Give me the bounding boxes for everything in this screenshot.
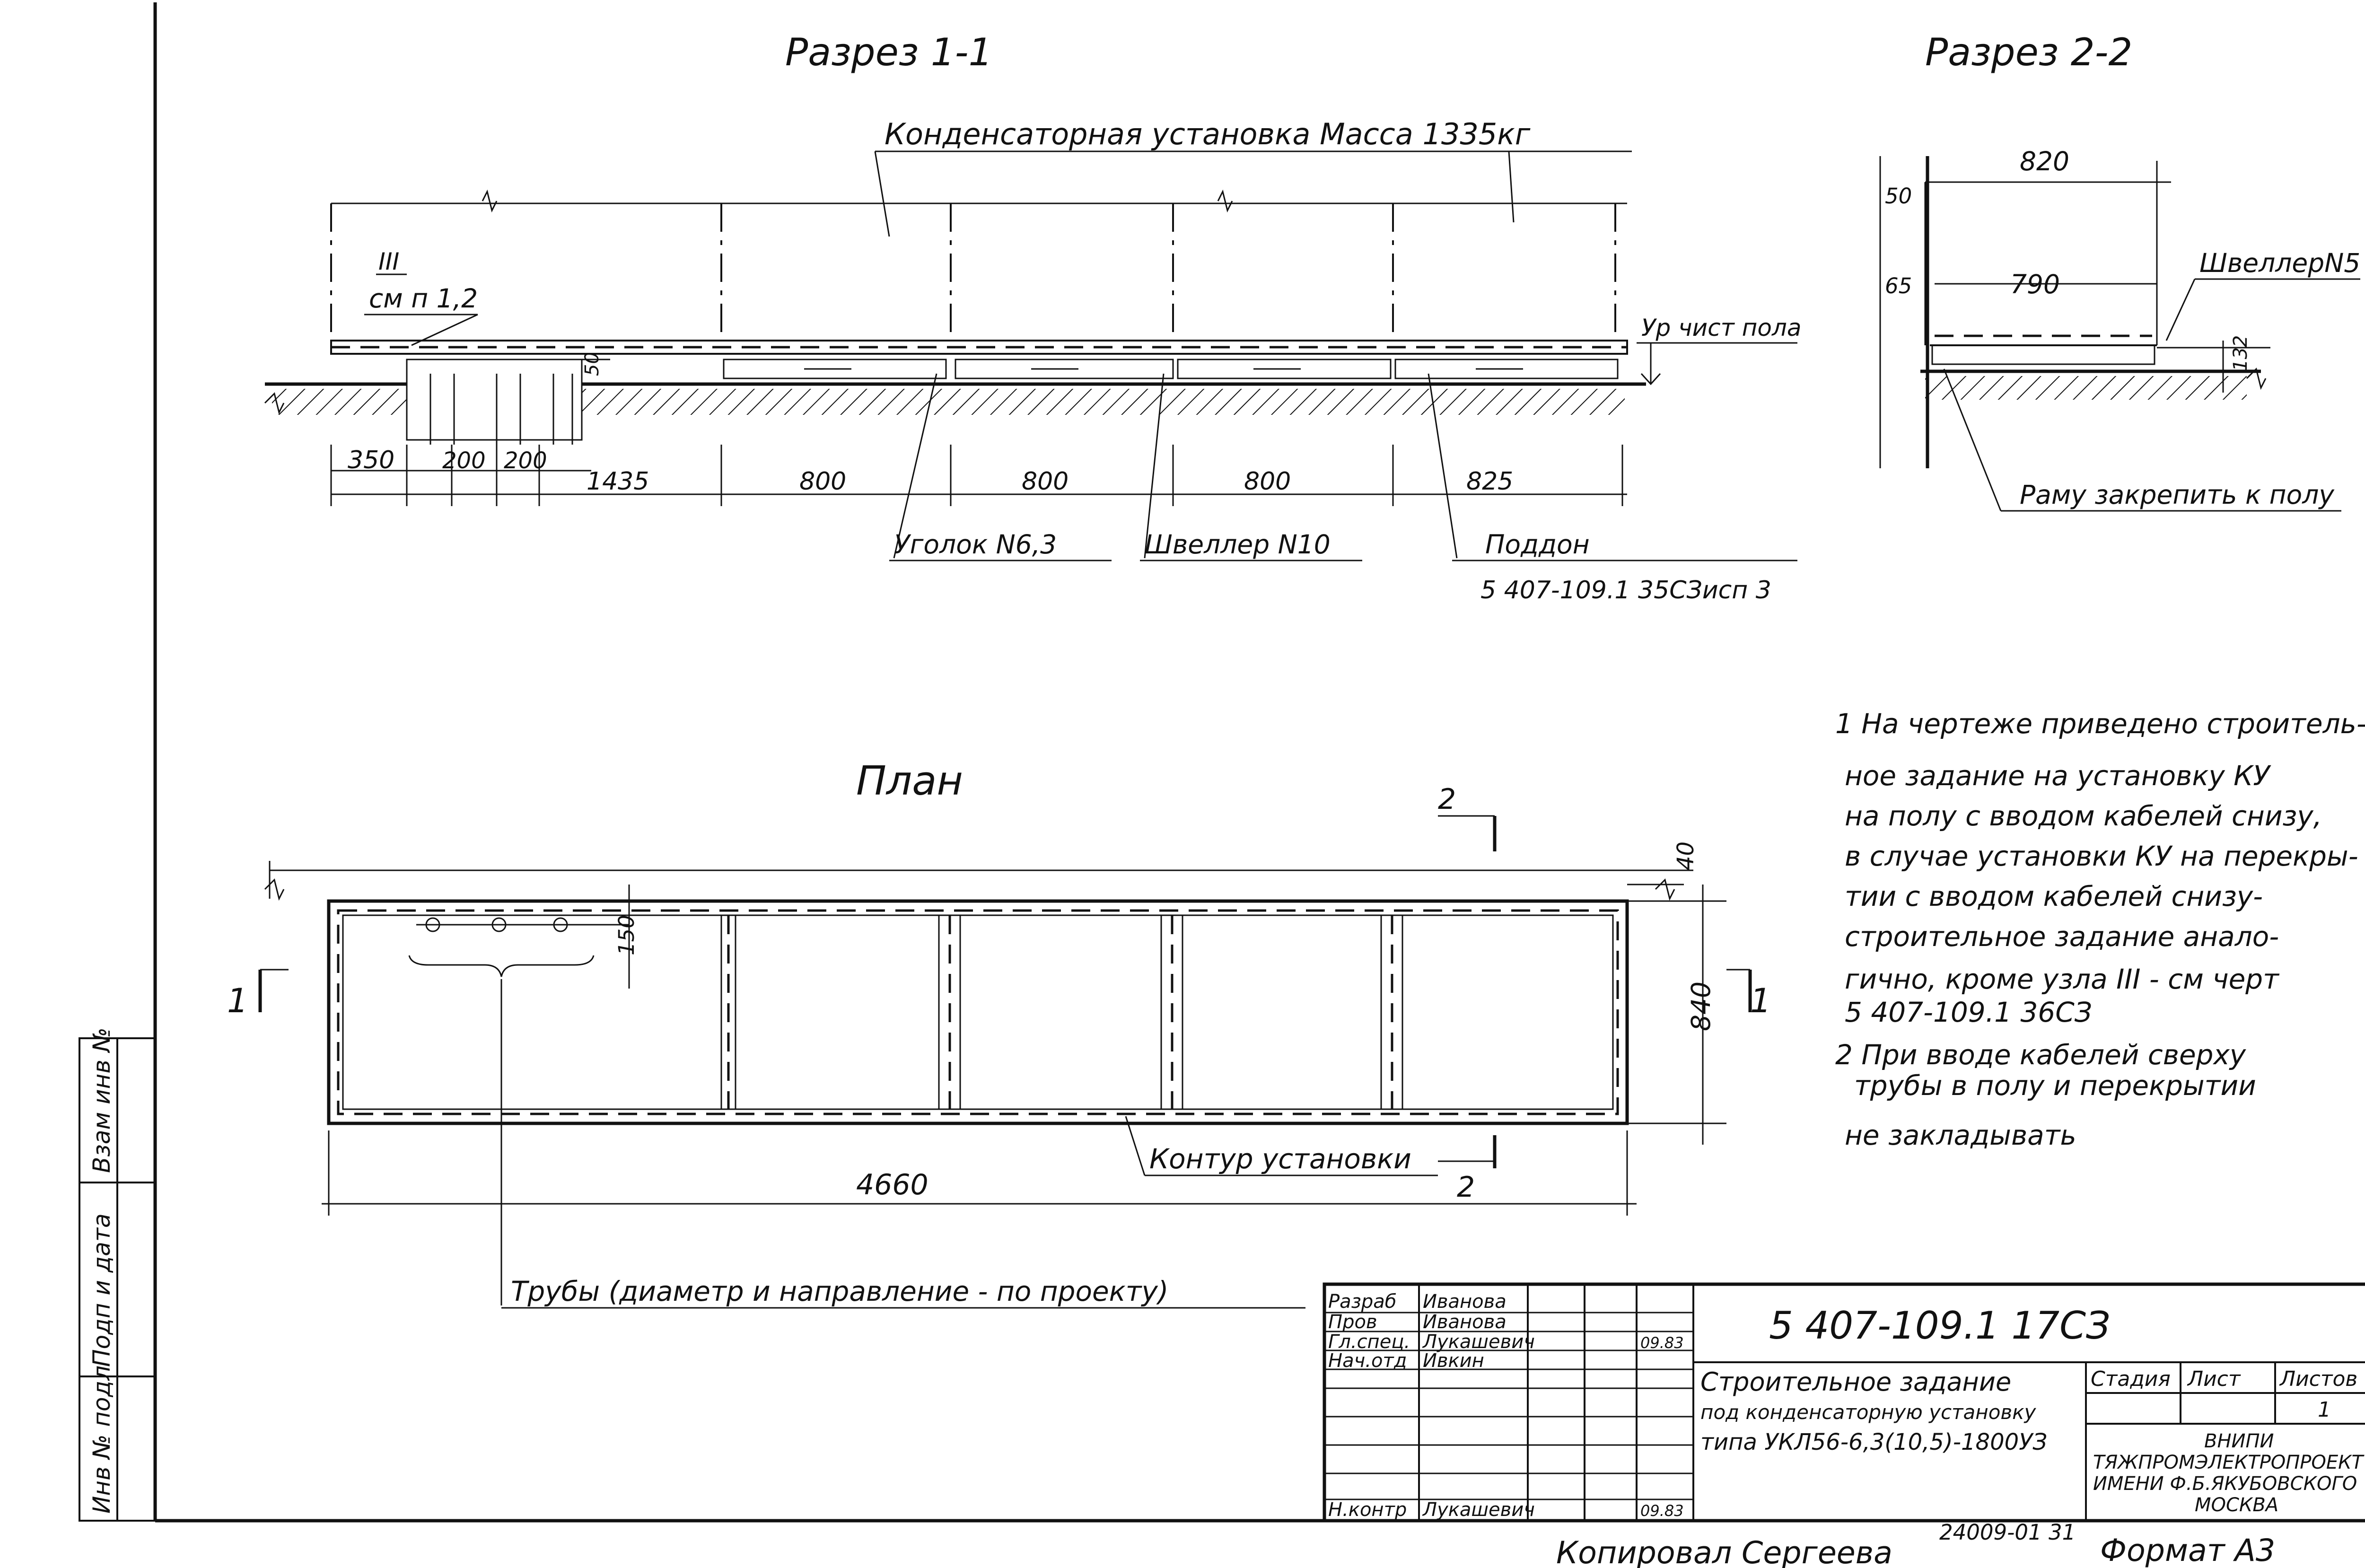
callout-tray: Поддон xyxy=(1485,529,1590,560)
tb-role-5: Н.контр xyxy=(1328,1499,1407,1521)
tray-ref: 5 407-109.1 35СЗисп 3 xyxy=(1480,576,1771,604)
org-line-3: ИМЕНИ Ф.Б.ЯКУБОВСКОГО xyxy=(2093,1473,2357,1495)
org-line-1: ВНИПИ xyxy=(2204,1430,2274,1452)
section-2-title: Разрез 2-2 xyxy=(1925,30,2132,74)
dim-800-a: 800 xyxy=(799,467,846,496)
col-stage: Стадия xyxy=(2091,1367,2171,1391)
note-line-9: 2 При вводе кабелей сверху xyxy=(1835,1039,2246,1071)
tb-name-2: Иванова xyxy=(1423,1311,1507,1333)
dim-790: 790 xyxy=(2010,269,2060,299)
org-line-2: ТЯЖПРОМЭЛЕКТРОПРОЕКТ xyxy=(2093,1452,2365,1473)
note-line-4: в случае установки КУ на перекры- xyxy=(1845,840,2358,872)
cut-2-top: 2 xyxy=(1438,783,1456,816)
col-sheet: Лист xyxy=(2187,1367,2241,1391)
tb-name-3: Лукашевич xyxy=(1422,1331,1535,1353)
dim-132: 132 xyxy=(2230,335,2251,371)
dim-800-c: 800 xyxy=(1244,467,1291,496)
dim-350: 350 xyxy=(348,446,394,474)
plan-title: План xyxy=(856,758,963,805)
note-line-6: строительное задание анало- xyxy=(1845,920,2279,953)
floor-level: Ур чист пола xyxy=(1641,314,1802,342)
stamp-inv: Инв № подл xyxy=(88,1366,115,1514)
footer-format: Формат А3 xyxy=(2100,1533,2275,1568)
doc-title-3: типа УКЛ56-6,3(10,5)-1800УЗ xyxy=(1700,1429,2047,1455)
org-line-4: МОСКВА xyxy=(2195,1494,2278,1516)
tb-date-5: 09.83 xyxy=(1640,1502,1684,1520)
note-line-3: на полу с вводом кабелей снизу, xyxy=(1845,800,2322,832)
node-ref: см п 1,2 xyxy=(369,283,478,314)
note-line-5: тии с вводом кабелей снизу- xyxy=(1845,880,2263,912)
callout-fix: Раму закрепить к полу xyxy=(2020,480,2335,510)
section-1-1: Разрез 1-1 Конденсаторная установка Масс… xyxy=(264,30,1802,604)
section-2-2: Разрез 2-2 820 790 50 65 132 ШвеллерN5 Р… xyxy=(1879,30,2360,512)
dim-150: 150 xyxy=(614,915,639,955)
dim-40: 40 xyxy=(1673,841,1699,870)
dim-50-s2: 50 xyxy=(1885,184,1912,209)
pipes-callout: Трубы (диаметр и направление - по проект… xyxy=(511,1275,1168,1307)
dim-65: 65 xyxy=(1885,273,1912,298)
footer-copied: Копировал Сергеева xyxy=(1556,1535,1892,1568)
tb-role-4: Нач.отд xyxy=(1328,1350,1407,1372)
note-line-7: гично, кроме узла III - см черт xyxy=(1845,963,2280,995)
doc-number: 5 407-109.1 17СЗ xyxy=(1769,1304,2110,1348)
dim-825: 825 xyxy=(1466,467,1513,496)
title-block: Разраб Иванова Пров Иванова Гл.спец. Лук… xyxy=(1323,1282,2365,1523)
tb-name-1: Иванова xyxy=(1423,1291,1507,1313)
cut-1-left: 1 xyxy=(227,981,248,1020)
callout-channel-5: ШвеллерN5 xyxy=(2199,248,2360,278)
node-mark: III xyxy=(378,248,399,275)
tb-role-3: Гл.спец. xyxy=(1328,1331,1410,1353)
footer-order: 24009-01 31 xyxy=(1939,1520,2076,1545)
dim-800-b: 800 xyxy=(1022,467,1069,496)
note-line-1: 1 На чертеже приведено строитель- xyxy=(1835,708,2365,740)
doc-title-1: Строительное задание xyxy=(1700,1367,2011,1397)
note-line-2: ное задание на установку КУ xyxy=(1845,760,2271,792)
dim-50-s1: 50 xyxy=(581,352,603,376)
section-1-title: Разрез 1-1 xyxy=(785,30,992,74)
dim-4660: 4660 xyxy=(856,1168,928,1201)
note-line-8: 5 407-109.1 36СЗ xyxy=(1845,996,2092,1028)
tb-role-2: Пров xyxy=(1328,1311,1377,1333)
dim-840: 840 xyxy=(1686,981,1716,1031)
dim-200-b: 200 xyxy=(504,447,547,474)
unit-callout: Конденсаторная установка Масса 1335кг xyxy=(885,117,1531,151)
dim-820: 820 xyxy=(2020,146,2069,176)
stamp-sign: Подп и дата xyxy=(88,1213,115,1367)
note-line-11: не закладывать xyxy=(1845,1119,2076,1151)
contour-callout: Контур установки xyxy=(1149,1143,1411,1175)
general-notes: 1 На чертеже приведено строитель- ное за… xyxy=(1835,708,2365,1151)
footer: Копировал Сергеева 24009-01 31 Формат А3 xyxy=(1556,1520,2275,1568)
tb-role-1: Разраб xyxy=(1328,1291,1396,1313)
cut-1-right: 1 xyxy=(1750,981,1771,1020)
col-sheets: Листов xyxy=(2279,1367,2357,1391)
tb-name-4: Ивкин xyxy=(1423,1350,1484,1372)
callout-angle: Уголок N6,3 xyxy=(894,529,1057,560)
tb-name-5: Лукашевич xyxy=(1422,1499,1535,1521)
note-line-10: трубы в полу и перекрытии xyxy=(1854,1069,2256,1102)
dim-200-a: 200 xyxy=(442,447,486,474)
side-stamp: Инв № подл Подп и дата Взам инв № xyxy=(79,1027,156,1522)
tb-date-3: 09.83 xyxy=(1640,1334,1684,1352)
cut-2-bottom: 2 xyxy=(1457,1171,1475,1204)
dim-1435: 1435 xyxy=(587,467,649,496)
stamp-replace: Взам инв № xyxy=(88,1027,115,1173)
sheets-value: 1 xyxy=(2318,1398,2331,1422)
doc-title-2: под конденсаторную установку xyxy=(1700,1401,2037,1424)
plan-view: План 2 40 150 xyxy=(227,758,1771,1309)
callout-channel: Швеллер N10 xyxy=(1145,529,1331,560)
